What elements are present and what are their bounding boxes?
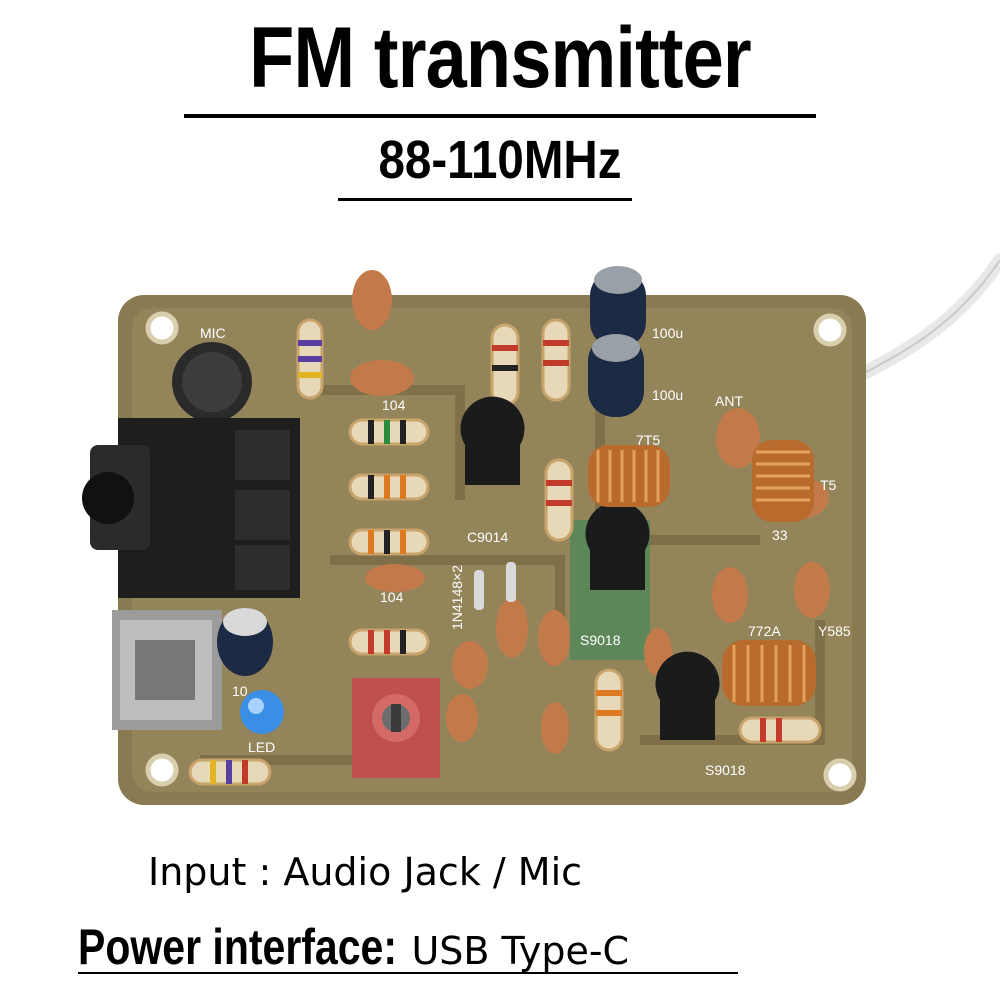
- diodes: [474, 562, 516, 610]
- subtitle-underline: [338, 198, 632, 201]
- coil-3: [722, 640, 816, 706]
- coil-7t5-label: 7T5: [636, 432, 660, 448]
- title-underline: [184, 114, 816, 118]
- c9014-label: C9014: [467, 529, 508, 545]
- cap-100u-label-b: 100u: [652, 387, 683, 403]
- pcb-photo: MIC LED: [82, 253, 1000, 805]
- electrolytic-capacitors: [588, 266, 646, 417]
- led-label: LED: [248, 739, 275, 755]
- trimmer-potentiometer: [352, 678, 440, 778]
- power-underline: [78, 972, 738, 974]
- code-10-label: 10: [232, 683, 248, 699]
- power-interface-label: Power interface:: [78, 919, 397, 975]
- s9018-label-a: S9018: [580, 632, 621, 648]
- coil-1: [588, 445, 670, 507]
- input-description: Input : Audio Jack / Mic: [148, 850, 583, 894]
- ant-label: ANT: [715, 393, 743, 409]
- power-interface-line: Power interface: USB Type-C: [78, 918, 629, 976]
- ceramic-capacitors: [350, 270, 830, 754]
- resistor-bands: [210, 340, 406, 784]
- frequency-subtitle: 88-110MHz: [378, 130, 622, 190]
- coil-2: [752, 440, 814, 522]
- diodes-label: 1N4148×2: [449, 565, 465, 630]
- cap-33-label: 33: [772, 527, 788, 543]
- audio-jack: [82, 418, 300, 598]
- code-y585-label: Y585: [818, 623, 851, 639]
- coil-t5-label: T5: [820, 477, 837, 493]
- power-interface-value: USB Type-C: [411, 929, 630, 973]
- cap-100u-label-a: 100u: [652, 325, 683, 341]
- cap-104-label-a: 104: [382, 397, 406, 413]
- page-title: FM transmitter: [249, 10, 751, 106]
- code-772a-label: 772A: [748, 623, 781, 639]
- cap-104-label-b: 104: [380, 589, 404, 605]
- s9018-label-b: S9018: [705, 762, 746, 778]
- transistors: [460, 396, 720, 740]
- mic-label: MIC: [200, 325, 226, 341]
- usb-c-connector: [112, 610, 222, 730]
- mounting-holes: [145, 311, 857, 792]
